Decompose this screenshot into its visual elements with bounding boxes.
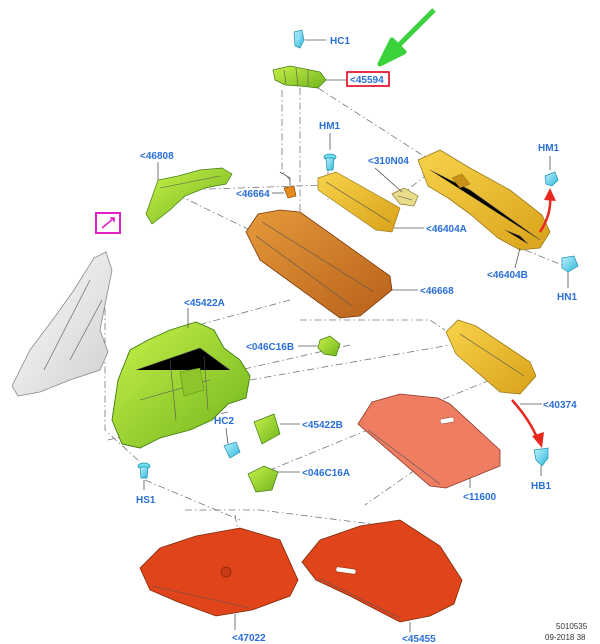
part-46664[interactable] xyxy=(279,171,297,199)
label-46664[interactable]: <46664 xyxy=(236,189,270,200)
view-callout-icon[interactable] xyxy=(95,212,121,234)
part-46668[interactable] xyxy=(245,209,393,319)
part-45422a[interactable] xyxy=(111,321,251,449)
label-11600[interactable]: <11600 xyxy=(463,492,497,503)
label-46404a[interactable]: <46404A xyxy=(426,224,467,235)
label-46404b[interactable]: <46404B xyxy=(487,270,528,281)
part-labels: HC1 <45594 HM1 <310N04 HM1 <46808 <46664… xyxy=(136,36,577,644)
part-45594[interactable] xyxy=(272,65,327,89)
label-46668[interactable]: <46668 xyxy=(420,286,454,297)
clip-hm1-right[interactable] xyxy=(544,171,559,187)
clip-hc2[interactable] xyxy=(223,441,241,459)
green-pointer-arrow xyxy=(377,8,436,67)
label-hb1[interactable]: HB1 xyxy=(531,481,551,492)
label-046c16b[interactable]: <046C16B xyxy=(246,342,294,353)
label-47022[interactable]: <47022 xyxy=(232,633,266,644)
label-hc1[interactable]: HC1 xyxy=(330,36,350,47)
red-arrow-hm1 xyxy=(538,188,556,233)
push-pin-hm1-top[interactable] xyxy=(323,153,337,171)
part-40374[interactable] xyxy=(445,319,537,395)
label-40374[interactable]: <40374 xyxy=(543,400,577,411)
label-hc2[interactable]: HC2 xyxy=(214,416,234,427)
label-45455[interactable]: <45455 xyxy=(402,634,436,644)
label-hs1[interactable]: HS1 xyxy=(136,495,156,506)
red-arrow-hb1 xyxy=(511,399,544,448)
part-45455[interactable] xyxy=(301,519,463,623)
label-46808[interactable]: <46808 xyxy=(140,151,174,162)
label-hm1-top[interactable]: HM1 xyxy=(319,121,341,132)
doc-id: 5010535 xyxy=(556,622,588,631)
doc-date: 09-2018 38 xyxy=(545,633,586,642)
clip-hc1-part[interactable] xyxy=(293,29,305,49)
part-046c16a[interactable] xyxy=(247,465,279,493)
part-46404a[interactable] xyxy=(317,171,401,233)
clip-hs1[interactable] xyxy=(137,462,151,479)
part-45422b[interactable] xyxy=(253,413,281,445)
label-310n04[interactable]: <310N04 xyxy=(368,156,409,167)
diagram-footer: 5010535 09-2018 38 xyxy=(545,622,588,642)
clip-hb1[interactable] xyxy=(533,447,549,467)
highlight-box-45594 xyxy=(346,71,390,87)
part-046c16b[interactable] xyxy=(317,335,341,357)
label-45594[interactable]: <45594 xyxy=(350,75,384,86)
label-046c16a[interactable]: <046C16A xyxy=(302,468,350,479)
clip-hn1[interactable] xyxy=(561,255,579,273)
label-hm1-right[interactable]: HM1 xyxy=(538,143,560,154)
label-hn1[interactable]: HN1 xyxy=(557,292,577,303)
part-310n04[interactable] xyxy=(391,187,419,207)
part-47022[interactable] xyxy=(139,527,299,617)
part-46404b[interactable] xyxy=(417,149,551,251)
label-45422a[interactable]: <45422A xyxy=(184,298,225,309)
label-45422b[interactable]: <45422B xyxy=(302,420,343,431)
pillar-trim-grey[interactable] xyxy=(11,251,113,397)
part-11600[interactable] xyxy=(357,393,501,489)
part-46808[interactable] xyxy=(145,167,233,225)
